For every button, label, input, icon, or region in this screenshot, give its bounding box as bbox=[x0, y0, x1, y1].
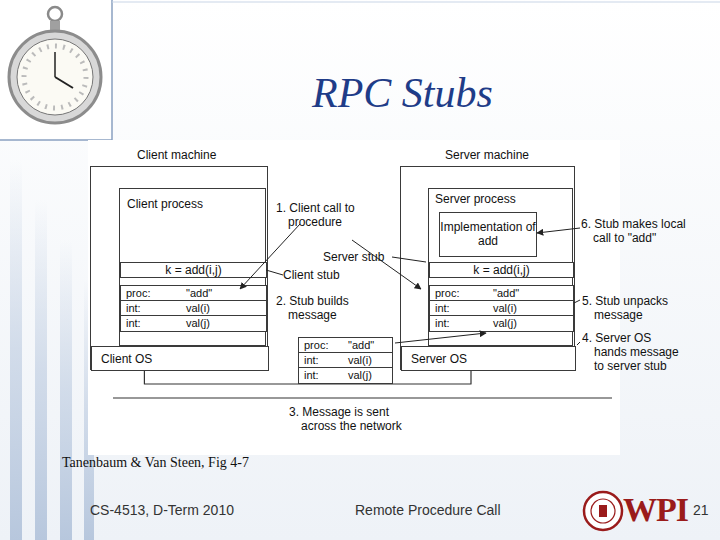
message-field: "add" bbox=[181, 286, 266, 301]
watch-face bbox=[17, 39, 93, 115]
footer-text: CS-4513, D-Term 2010 bbox=[90, 503, 234, 517]
message-box: proc:"add"int:val(i)int:val(j) bbox=[120, 285, 267, 332]
decor-bar bbox=[60, 240, 72, 540]
frame-line bbox=[112, 2, 720, 3]
frame-line bbox=[111, 0, 113, 140]
process-box: Server processImplementation of add k = a… bbox=[428, 188, 573, 346]
leader-line bbox=[266, 270, 283, 275]
process-box: Client process k = add(i,j) proc:"add"int:… bbox=[119, 188, 266, 346]
message-field: int: bbox=[299, 353, 343, 368]
process-box: Client machineClient processk = add(i,j)… bbox=[90, 166, 268, 370]
message-field: val(j) bbox=[343, 368, 392, 383]
leader-arrow bbox=[240, 224, 300, 289]
process-box: Server OS bbox=[401, 346, 576, 371]
figure-panel bbox=[88, 140, 620, 455]
message-field: int: bbox=[430, 316, 488, 331]
message-field: int: bbox=[299, 368, 343, 383]
message-field: int: bbox=[121, 316, 181, 331]
logo-seal bbox=[591, 499, 615, 523]
part-label: Client stub bbox=[283, 268, 340, 282]
step-callout: 5. Stub unpacks message bbox=[582, 294, 690, 322]
leader-line bbox=[574, 300, 580, 303]
process-box: k = add(i,j) bbox=[429, 262, 574, 278]
footer-text: Remote Procedure Call bbox=[355, 503, 501, 517]
message-box: proc:"add"int:val(i)int:val(j) bbox=[429, 285, 574, 332]
box-label: Implementation of add bbox=[440, 220, 536, 248]
box-label: Client machine bbox=[137, 148, 216, 162]
message-field: val(i) bbox=[488, 301, 573, 316]
box-label: k = add(i,j) bbox=[121, 263, 266, 277]
decor-bar bbox=[10, 160, 22, 540]
process-box: Implementation of add bbox=[439, 212, 537, 257]
watch-ring bbox=[48, 7, 62, 21]
message-field: "add" bbox=[343, 338, 392, 353]
message-field: "add" bbox=[488, 286, 573, 301]
leader-arrow bbox=[395, 333, 486, 343]
box-label: Server machine bbox=[445, 148, 529, 162]
leader-line bbox=[392, 257, 426, 262]
box-label: k = add(i,j) bbox=[430, 263, 573, 277]
watch-ticks bbox=[24, 46, 86, 108]
message-field: val(j) bbox=[181, 316, 266, 331]
message-field: proc: bbox=[299, 338, 343, 353]
step-callout: 4. Server OS hands message to server stu… bbox=[582, 331, 686, 373]
slide-title: RPC Stubs bbox=[312, 70, 493, 116]
message-field: proc: bbox=[121, 286, 181, 301]
step-callout: 2. Stub builds message bbox=[276, 294, 372, 322]
process-box: k = add(i,j) bbox=[120, 262, 267, 278]
part-label: Server stub bbox=[323, 250, 384, 264]
message-field: proc: bbox=[430, 286, 488, 301]
leader-arrow bbox=[537, 228, 580, 233]
message-field: val(i) bbox=[181, 301, 266, 316]
message-field: int: bbox=[121, 301, 181, 316]
message-field: val(i) bbox=[343, 353, 392, 368]
message-box: proc:"add"int:val(i)int:val(j) bbox=[298, 337, 393, 384]
box-label: Client OS bbox=[101, 352, 152, 366]
step-callout: 3. Message is sent across the network bbox=[289, 405, 419, 433]
figure-caption: Tanenbaum & Van Steen, Fig 4-7 bbox=[62, 455, 249, 471]
watch-hand bbox=[54, 52, 56, 77]
logo-seal bbox=[584, 492, 622, 530]
process-box: Server machineServer processImplementati… bbox=[400, 166, 575, 370]
watch-panel bbox=[0, 0, 112, 140]
footer-text: 21 bbox=[693, 503, 709, 517]
message-field: int: bbox=[430, 301, 488, 316]
network-line bbox=[113, 397, 612, 398]
process-box: Client OS bbox=[91, 346, 269, 371]
box-label: Server OS bbox=[411, 352, 467, 366]
leader-arrow bbox=[352, 240, 421, 289]
message-field: val(j) bbox=[488, 316, 573, 331]
logo-shield bbox=[599, 505, 607, 517]
leader-line bbox=[577, 342, 580, 345]
watch-hand bbox=[55, 77, 73, 88]
step-callout: 1. Client call to procedure bbox=[276, 201, 384, 229]
decor-bar bbox=[35, 200, 47, 540]
box-label: Client process bbox=[127, 197, 203, 211]
watch-case bbox=[9, 31, 101, 123]
box-label: Server process bbox=[435, 192, 516, 206]
step-callout: 6. Stub makes local call to "add" bbox=[581, 217, 699, 245]
logo-text: WPI bbox=[623, 492, 688, 528]
